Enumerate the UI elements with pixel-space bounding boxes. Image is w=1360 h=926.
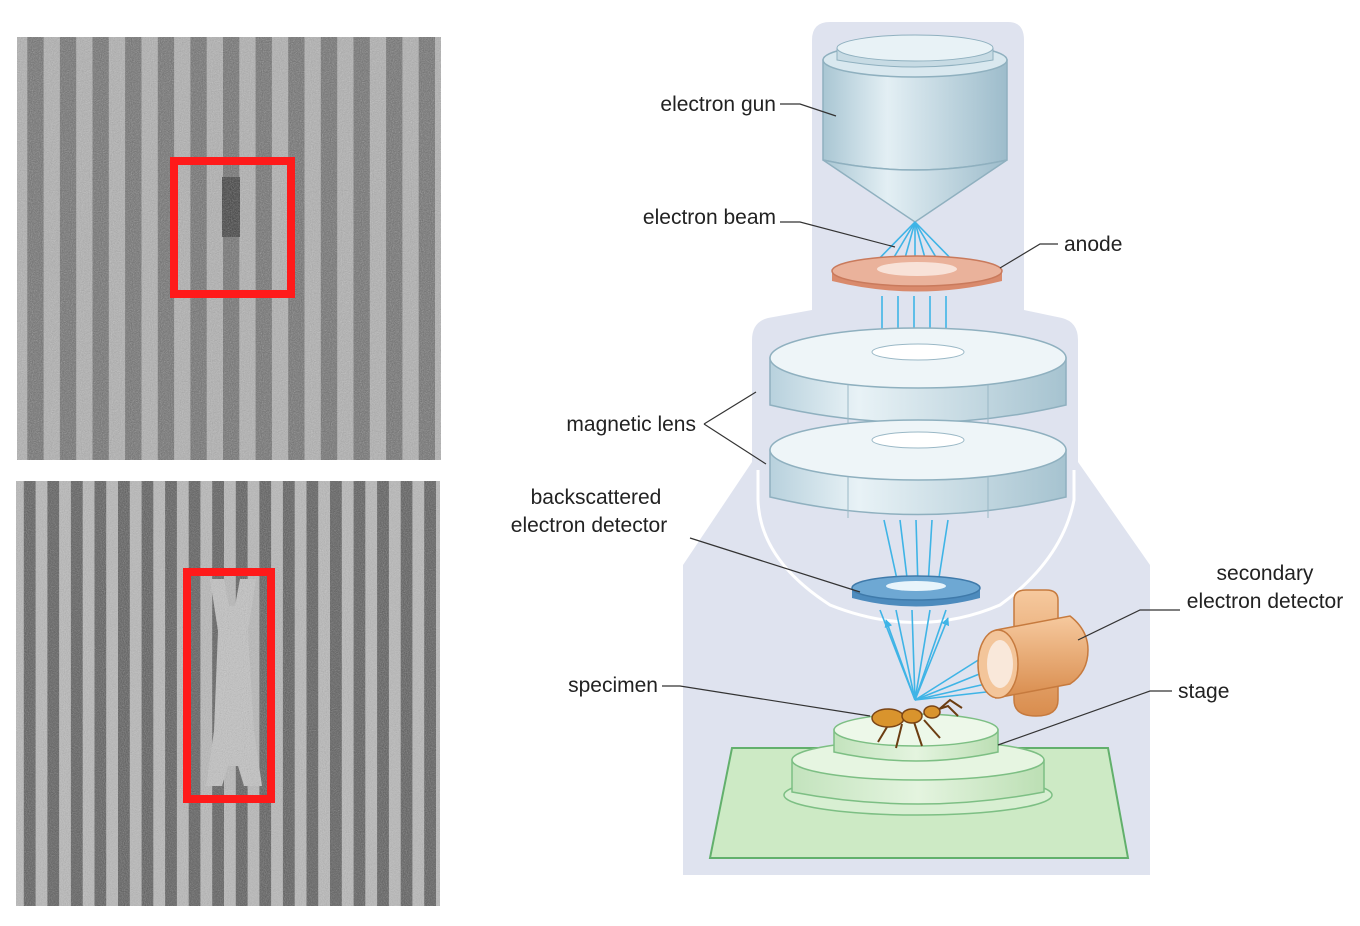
backscattered-detector — [851, 575, 981, 607]
sem-image-top — [17, 37, 441, 460]
magnetic-lens-upper — [769, 327, 1067, 425]
sem-diagram: electron gun electron beam anode magneti… — [511, 22, 1343, 875]
label-backscattered-line1: backscattered — [531, 486, 662, 509]
lens-housing-outline — [756, 470, 1076, 624]
label-specimen: specimen — [568, 674, 658, 697]
highlight-box-bottom — [183, 568, 275, 803]
label-backscattered-line2: electron detector — [511, 514, 667, 537]
label-magnetic-lens: magnetic lens — [566, 413, 696, 436]
electron-gun — [822, 34, 1008, 223]
highlight-box-top — [170, 157, 295, 298]
label-electron-gun: electron gun — [660, 93, 776, 116]
secondary-electron-detector — [977, 589, 1089, 717]
label-secondary-line2: electron detector — [1187, 590, 1343, 613]
magnetic-lens-lower — [769, 419, 1067, 518]
leader-lines — [662, 103, 1180, 746]
label-anode: anode — [1064, 233, 1122, 256]
label-electron-beam: electron beam — [643, 206, 776, 229]
sem-image-bottom — [16, 481, 440, 906]
label-stage: stage — [1178, 680, 1229, 703]
label-secondary-line1: secondary — [1217, 562, 1314, 585]
specimen-ant — [871, 698, 963, 749]
anode — [831, 255, 1003, 292]
